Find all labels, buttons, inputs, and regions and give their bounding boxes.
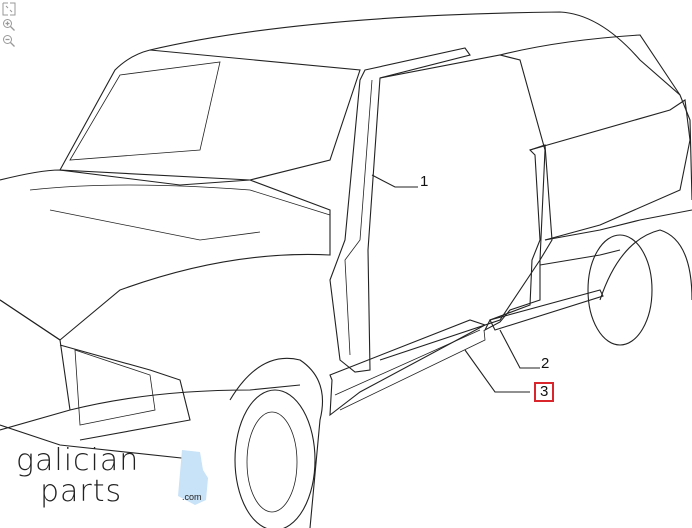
headlight <box>74 349 156 426</box>
logo-accent-shape <box>178 450 208 505</box>
zoom-in-icon[interactable] <box>2 18 16 32</box>
part-2-rear-sill <box>489 289 604 331</box>
part-1-a-pillar <box>329 47 471 373</box>
part-3-rocker-sill <box>329 319 487 417</box>
rear-window <box>529 99 691 241</box>
leader-line-1 <box>371 174 418 188</box>
windshield <box>59 49 361 186</box>
zoom-out-icon[interactable] <box>2 34 16 48</box>
leader-line-3 <box>464 349 530 393</box>
galicianparts-logo: galician parts .com <box>14 446 224 510</box>
part-2-b-pillar <box>483 144 553 332</box>
logo-word-parts: parts <box>40 474 123 509</box>
leader-line-2 <box>499 329 540 369</box>
door-opening <box>379 54 546 361</box>
logo-word-galician: galician <box>16 443 140 478</box>
diagram-toolbar <box>2 2 16 48</box>
callout-2[interactable]: 2 <box>541 355 550 372</box>
rear-wheel <box>587 234 653 346</box>
rear-quarter <box>539 209 692 301</box>
callout-3-highlighted[interactable]: 3 <box>534 382 555 402</box>
front-wheel-arch <box>229 357 324 528</box>
logo-domain: .com <box>182 492 202 502</box>
front-bumper <box>0 299 301 461</box>
roof-outline <box>149 11 692 201</box>
hood <box>0 169 331 341</box>
fit-screen-icon[interactable] <box>2 2 16 16</box>
callout-1[interactable]: 1 <box>420 173 429 190</box>
front-wheel <box>234 389 316 528</box>
